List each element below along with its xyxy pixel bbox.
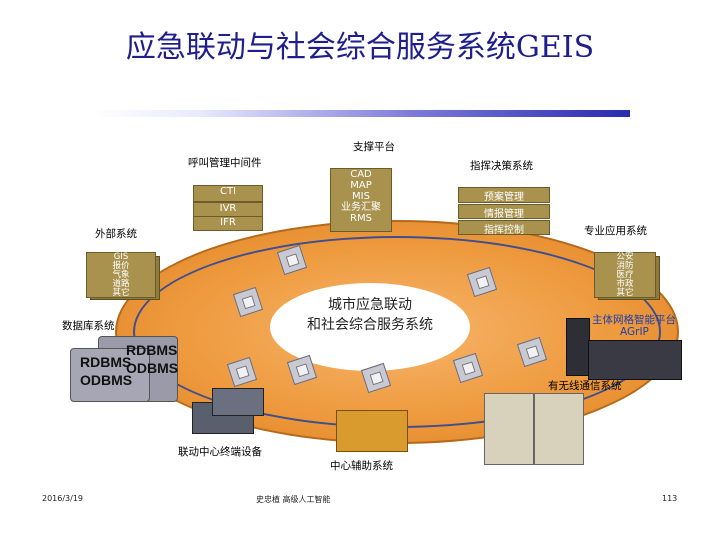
professional-apps-label: 专业应用系统 (584, 225, 647, 237)
center-line-2: 和社会综合服务系统 (307, 317, 433, 333)
db-label-back: RDBMS (126, 342, 178, 358)
professional-item: 医疗 (616, 270, 634, 280)
support-item: RMS (350, 213, 372, 224)
db-label-odbms: ODBMS (80, 372, 133, 388)
external-item: GIS (113, 252, 129, 262)
middleware-item-ivr: IVR (193, 202, 263, 217)
database-cylinder-front (70, 348, 150, 402)
command-decision-label: 指挥决策系统 (470, 160, 533, 172)
decision-item: 指挥控制 (458, 220, 550, 236)
center-text: 城市应急联动 和社会综合服务系统 (270, 295, 470, 335)
professional-item: 市政 (616, 279, 634, 289)
external-item: 道路 (112, 279, 130, 289)
support-item: MAP (350, 180, 372, 191)
middleware-item-cti: CTI (193, 185, 263, 202)
support-platform-label: 支撑平台 (353, 141, 395, 153)
center-line-1: 城市应急联动 (328, 297, 412, 313)
external-item: 报价 (112, 261, 130, 271)
title-gradient-bar (92, 110, 630, 117)
decision-item: 情报管理 (458, 204, 550, 220)
professional-item: 消防 (616, 261, 634, 271)
terminal-devices-label: 联动中心终端设备 (178, 446, 262, 458)
slide-title: 应急联动与社会综合服务系统GEIS (125, 30, 595, 65)
support-panel: CAD MAP MIS 业务汇聚 RMS (330, 168, 392, 232)
aux-system-label: 中心辅助系统 (330, 460, 393, 472)
grid-server-icon (588, 340, 682, 380)
decision-item: 预案管理 (458, 187, 550, 203)
support-item: 业务汇聚 (341, 202, 381, 213)
professional-item: 公安 (616, 252, 634, 262)
external-panel: GIS 报价 气象 道路 其它 (86, 252, 156, 298)
footer-page-number: 113 (662, 494, 678, 503)
grid-platform-label: 主体网格智能平台 (592, 314, 676, 326)
telecom-cabinet-icon (534, 393, 584, 465)
professional-item: 其它 (616, 288, 634, 298)
middleware-item-ifr: IFR (193, 216, 263, 231)
telecom-cabinet-icon (484, 393, 534, 465)
call-middleware-label: 呼叫管理中间件 (188, 157, 262, 169)
server-rack-icon (566, 318, 590, 376)
footer-date: 2016/3/19 (42, 494, 84, 503)
db-label-back: ODBMS (126, 360, 179, 376)
external-item: 其它 (112, 288, 130, 298)
database-system-label: 数据库系统 (62, 320, 115, 332)
professional-panel: 公安 消防 医疗 市政 其它 (594, 252, 656, 298)
db-label-rdbms: RDBMS (80, 354, 132, 370)
footer-author: 史忠植 高级人工智能 (256, 495, 331, 504)
grid-platform-en-label: AGrIP (620, 326, 649, 338)
computer-terminal-icon (212, 388, 264, 416)
external-systems-label: 外部系统 (95, 228, 137, 240)
support-item: MIS (352, 191, 370, 202)
wireless-comm-label: 有无线通信系统 (548, 380, 622, 392)
external-item: 气象 (112, 270, 130, 280)
building-icon (336, 410, 408, 452)
support-item: CAD (350, 169, 372, 180)
